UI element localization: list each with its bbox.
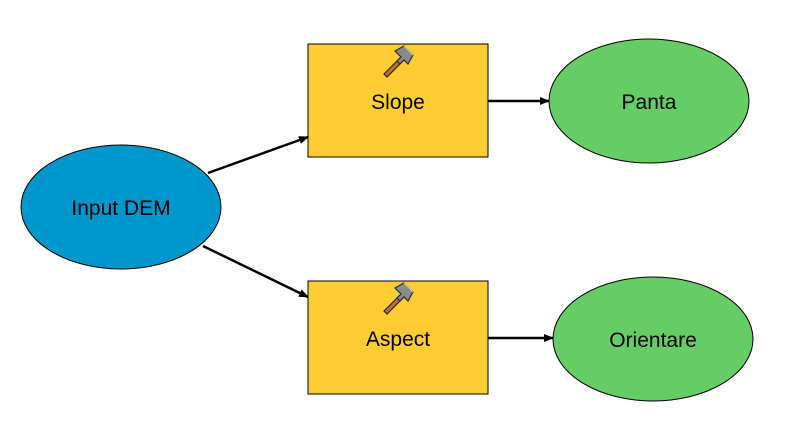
aspect-tool-node[interactable]: Aspect: [307, 280, 489, 395]
orientare-output-node[interactable]: Orientare: [552, 276, 754, 402]
panta-output-node[interactable]: Panta: [548, 38, 750, 164]
slope-label: Slope: [371, 91, 425, 114]
connector-input-to-slope: [207, 135, 309, 175]
input-dem-node[interactable]: Input DEM: [20, 144, 222, 270]
slope-tool-node[interactable]: Slope: [307, 43, 489, 158]
connector-input-to-aspect: [202, 244, 309, 299]
aspect-label: Aspect: [366, 328, 430, 351]
panta-label: Panta: [622, 91, 677, 114]
input-dem-label: Input DEM: [71, 197, 170, 220]
orientare-label: Orientare: [609, 329, 697, 352]
